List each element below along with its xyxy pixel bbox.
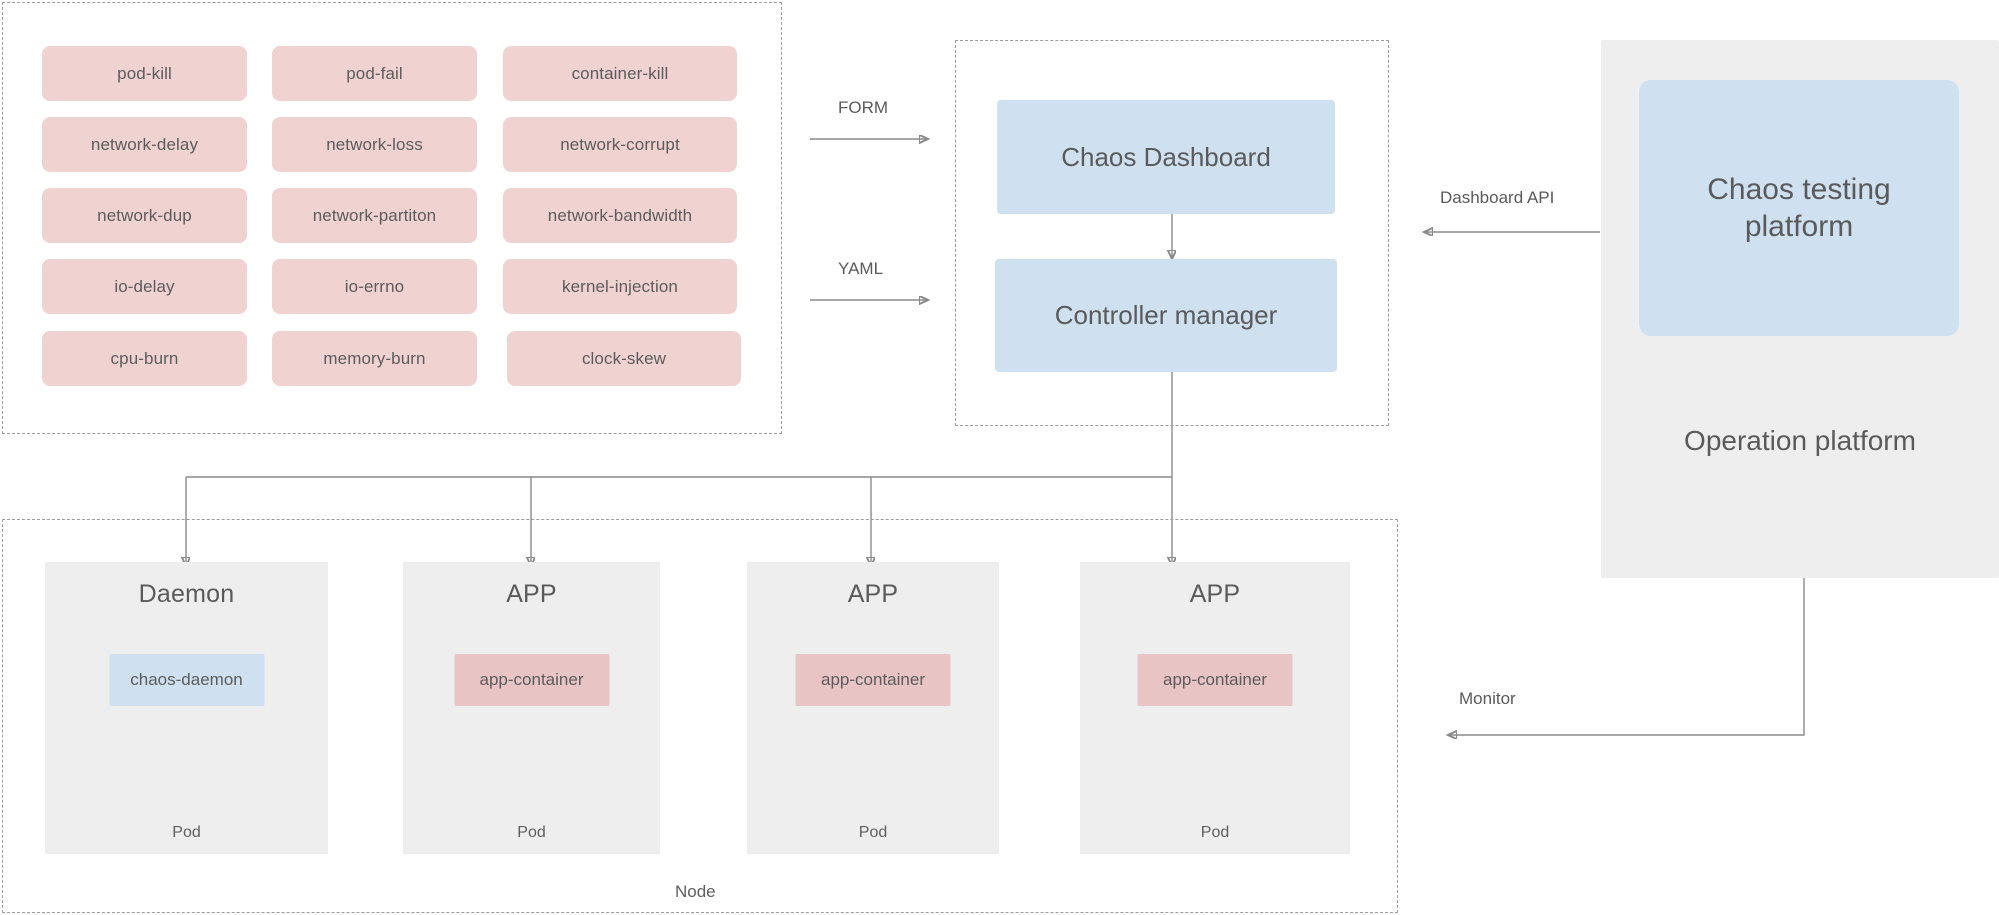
- fault-chip-network-partiton[interactable]: network-partiton: [272, 188, 477, 243]
- fault-chip-network-loss[interactable]: network-loss: [272, 117, 477, 172]
- fault-chip-memory-burn[interactable]: memory-burn: [272, 331, 477, 386]
- chaos-testing-platform-box[interactable]: Chaos testing platform: [1639, 80, 1959, 336]
- fault-chip-pod-fail[interactable]: pod-fail: [272, 46, 477, 101]
- fault-types-group: [2, 2, 782, 434]
- pod-foot-label: Pod: [858, 824, 888, 841]
- controller-manager-box[interactable]: Controller manager: [995, 259, 1337, 372]
- pod-container-app-container-3[interactable]: app-container: [1137, 654, 1293, 706]
- pod-card-app-1[interactable]: APP app-container Pod: [403, 562, 660, 854]
- pod-container-app-container-2[interactable]: app-container: [795, 654, 951, 706]
- fault-chip-network-delay[interactable]: network-delay: [42, 117, 247, 172]
- edge-label-monitor: Monitor: [1459, 689, 1516, 708]
- fault-chip-clock-skew[interactable]: clock-skew: [507, 331, 741, 386]
- pod-card-app-3[interactable]: APP app-container Pod: [1080, 562, 1350, 854]
- pod-title: Daemon: [138, 580, 235, 608]
- fault-chip-io-delay[interactable]: io-delay: [42, 259, 247, 314]
- fault-chip-network-dup[interactable]: network-dup: [42, 188, 247, 243]
- fault-chip-io-errno[interactable]: io-errno: [272, 259, 477, 314]
- fault-chip-network-bandwidth[interactable]: network-bandwidth: [503, 188, 737, 243]
- pod-card-daemon[interactable]: Daemon chaos-daemon Pod: [45, 562, 328, 854]
- pod-container-chaos-daemon[interactable]: chaos-daemon: [109, 654, 264, 706]
- edge-label-form: FORM: [838, 98, 889, 117]
- pod-title: APP: [847, 580, 899, 608]
- fault-chip-cpu-burn[interactable]: cpu-burn: [42, 331, 247, 386]
- pod-foot-label: Pod: [517, 824, 546, 841]
- pod-title: APP: [1189, 580, 1241, 608]
- pod-title: APP: [506, 580, 557, 608]
- fault-chip-container-kill[interactable]: container-kill: [503, 46, 737, 101]
- node-group: [2, 519, 1398, 913]
- pod-card-app-2[interactable]: APP app-container Pod: [747, 562, 999, 854]
- fault-chip-network-corrupt[interactable]: network-corrupt: [503, 117, 737, 172]
- fault-chip-pod-kill[interactable]: pod-kill: [42, 46, 247, 101]
- node-group-label: Node: [675, 882, 716, 901]
- fault-chip-kernel-injection[interactable]: kernel-injection: [503, 259, 737, 314]
- edge-label-dashboard-api: Dashboard API: [1440, 188, 1555, 207]
- pod-foot-label: Pod: [1200, 824, 1230, 841]
- chaos-dashboard-box[interactable]: Chaos Dashboard: [997, 100, 1335, 214]
- pod-foot-label: Pod: [172, 824, 201, 841]
- pod-container-app-container-1[interactable]: app-container: [454, 654, 609, 706]
- operation-platform-label: Operation platform: [1684, 425, 1916, 456]
- control-plane-group: [955, 40, 1389, 426]
- wire-monitor: [1448, 578, 1805, 735]
- edge-label-yaml: YAML: [838, 259, 884, 278]
